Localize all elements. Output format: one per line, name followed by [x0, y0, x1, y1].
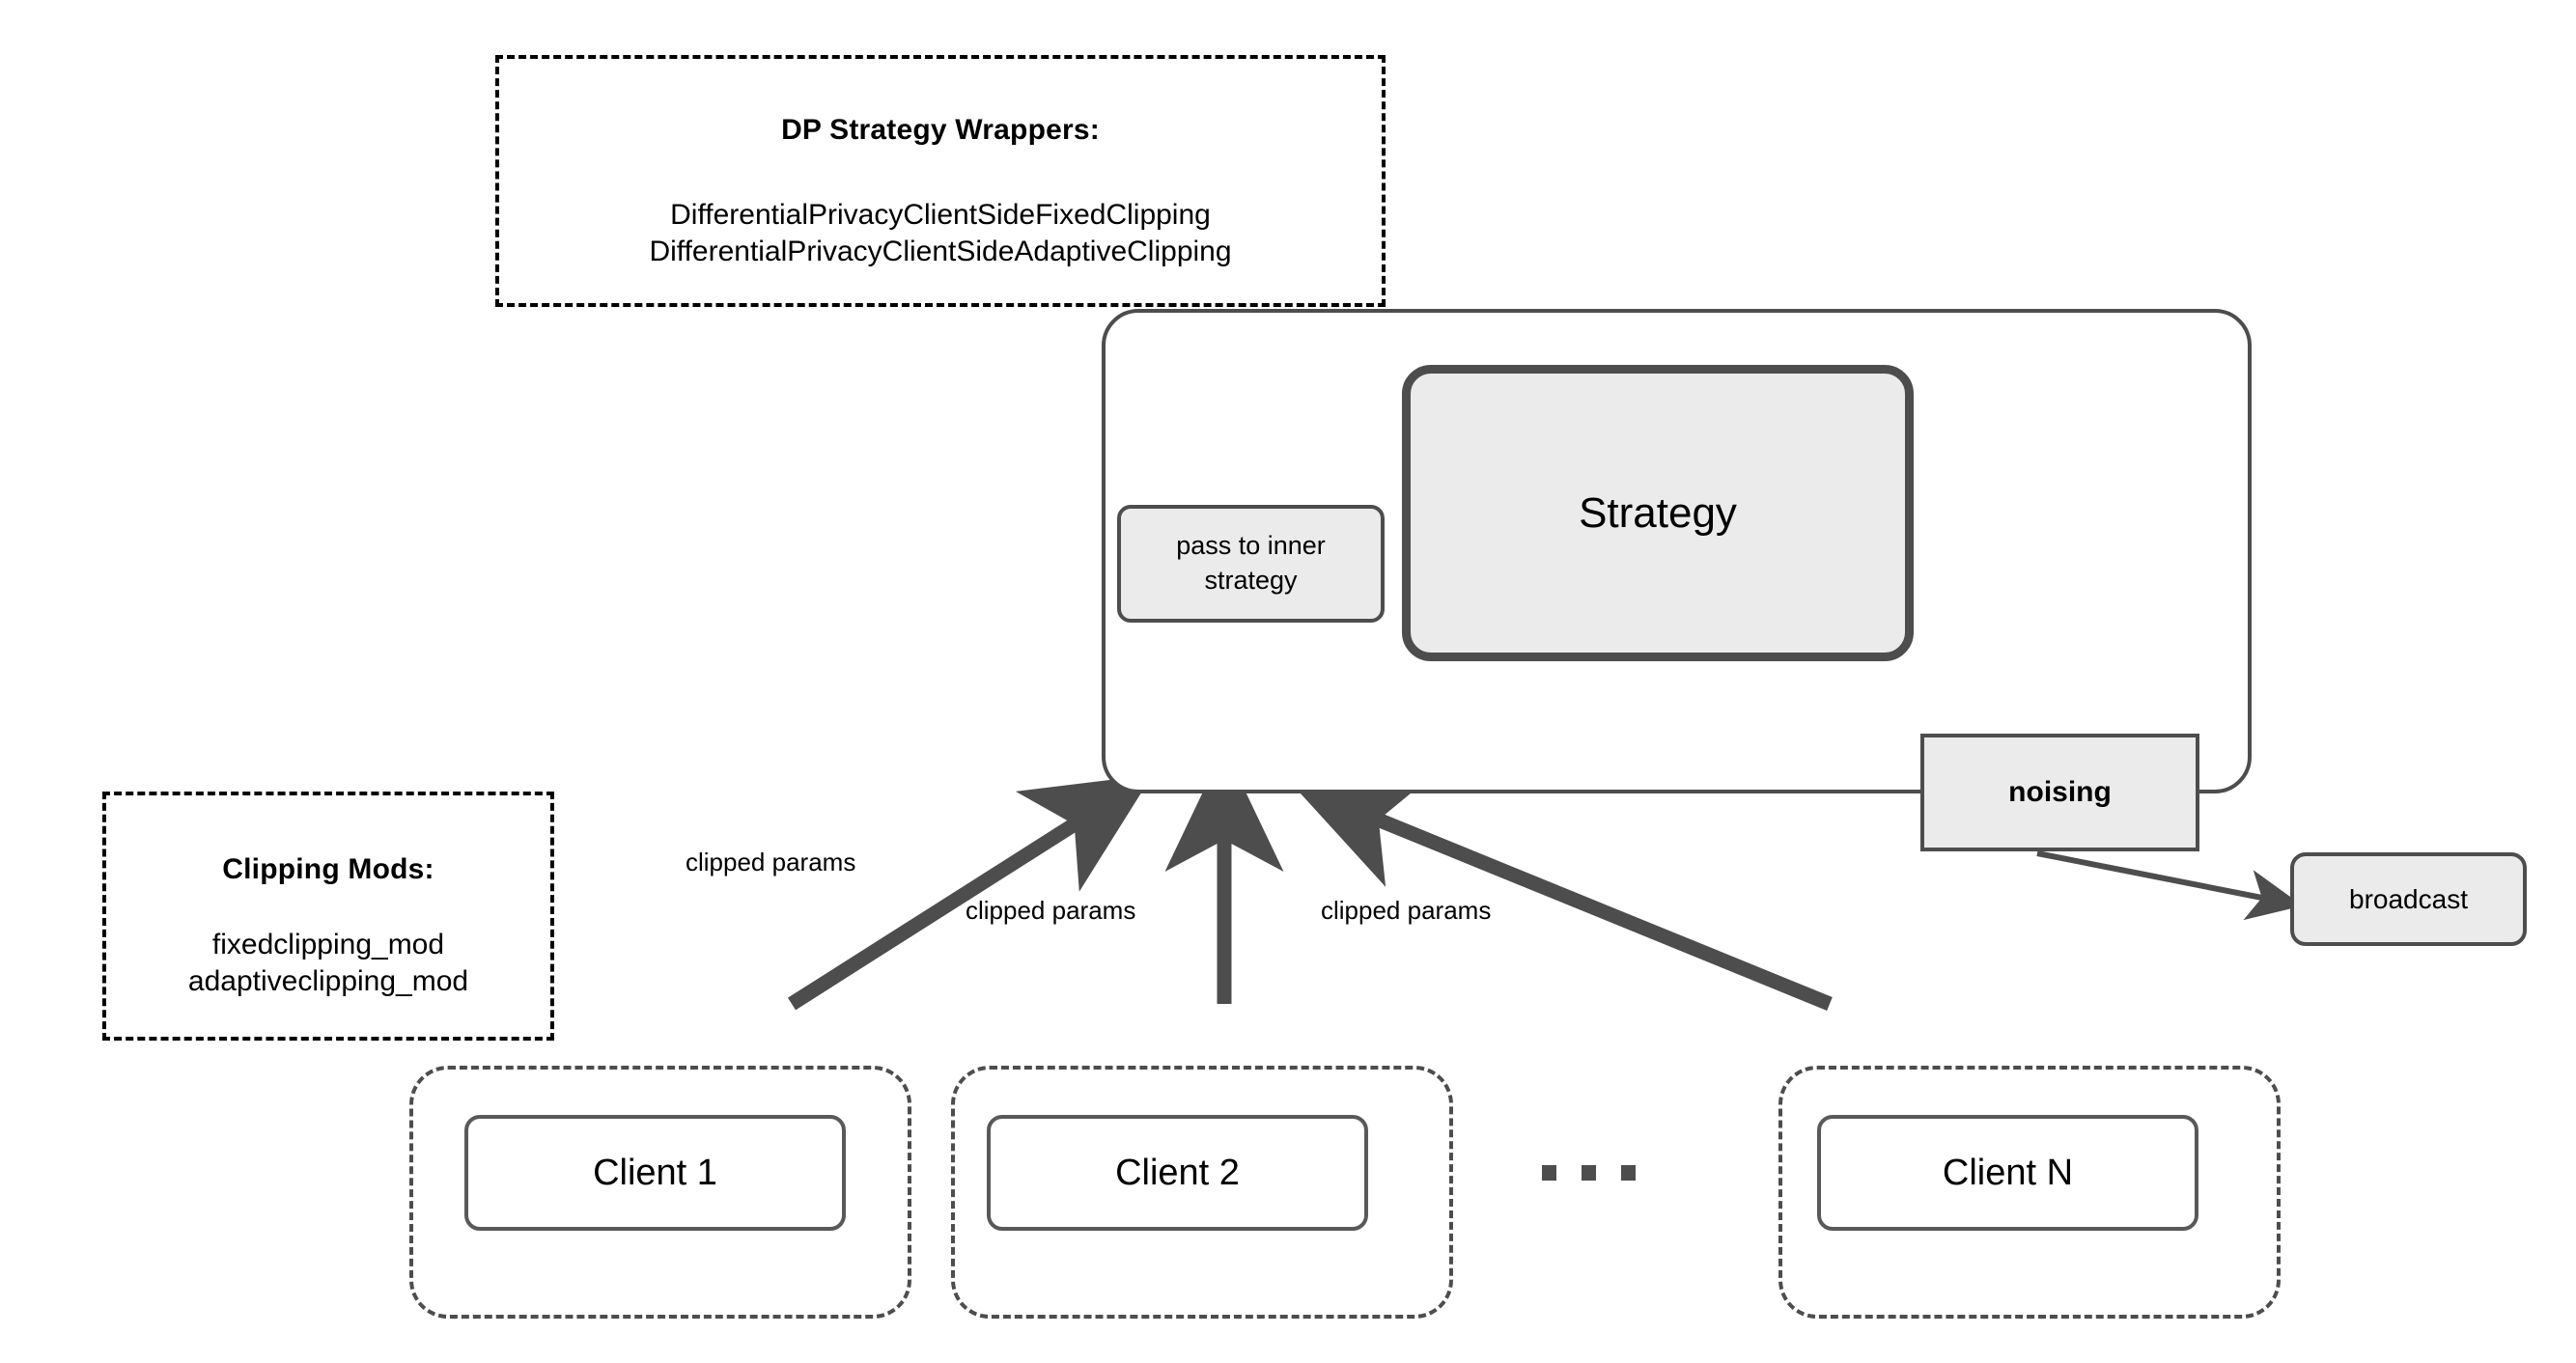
client-box-2[interactable]: Client 2	[987, 1115, 1368, 1231]
dp-wrappers-list: DifferentialPrivacyClientSideFixedClippi…	[649, 198, 1232, 267]
ellipsis-dot	[1541, 1165, 1556, 1181]
noising-label: noising	[2008, 776, 2112, 808]
ellipsis-dot	[1620, 1165, 1636, 1181]
client-group-2	[951, 1066, 1453, 1319]
client-box-n[interactable]: Client N	[1817, 1115, 2198, 1231]
flow-label-text: clipped params	[1321, 895, 1492, 925]
strategy-box[interactable]: Strategy	[1402, 365, 1914, 661]
pass-to-inner-strategy-label: pass to inner strategy	[1176, 531, 1326, 595]
client-group-n	[1778, 1066, 2281, 1319]
strategy-label: Strategy	[1579, 488, 1737, 537]
dp-wrappers-title: DP Strategy Wrappers:	[781, 113, 1100, 146]
client-group-1	[409, 1066, 911, 1319]
client-label-n: Client N	[1942, 1152, 2074, 1193]
client-label-1: Client 1	[593, 1152, 717, 1193]
client-box-1[interactable]: Client 1	[464, 1115, 846, 1231]
flow-label-client2: clipped params	[966, 893, 1255, 928]
flow-label-text: clipped params	[686, 847, 856, 876]
broadcast-box[interactable]: broadcast	[2290, 852, 2527, 946]
ellipsis-dot	[1581, 1165, 1596, 1181]
broadcast-label: broadcast	[2349, 883, 2468, 914]
client-label-2: Client 2	[1115, 1152, 1240, 1193]
flow-label-text: clipped params	[966, 895, 1136, 925]
clients-ellipsis	[1511, 1163, 1666, 1182]
clipping-mods-title: Clipping Mods:	[222, 853, 434, 886]
arrow-noising-to-broadcast	[2036, 850, 2304, 921]
flow-label-client1: clipped params	[686, 845, 975, 879]
clipping-mods-panel: Clipping Mods: fixedclipping_mod adaptiv…	[102, 792, 554, 1041]
pass-to-inner-strategy-box[interactable]: pass to inner strategy	[1117, 505, 1385, 623]
dp-strategy-wrappers-panel: DP Strategy Wrappers: DifferentialPrivac…	[495, 55, 1386, 307]
noising-box[interactable]: noising	[1920, 734, 2199, 851]
clipping-mods-list: fixedclipping_mod adaptiveclipping_mod	[187, 929, 469, 997]
flow-label-clientN: clipped params	[1321, 893, 1610, 928]
